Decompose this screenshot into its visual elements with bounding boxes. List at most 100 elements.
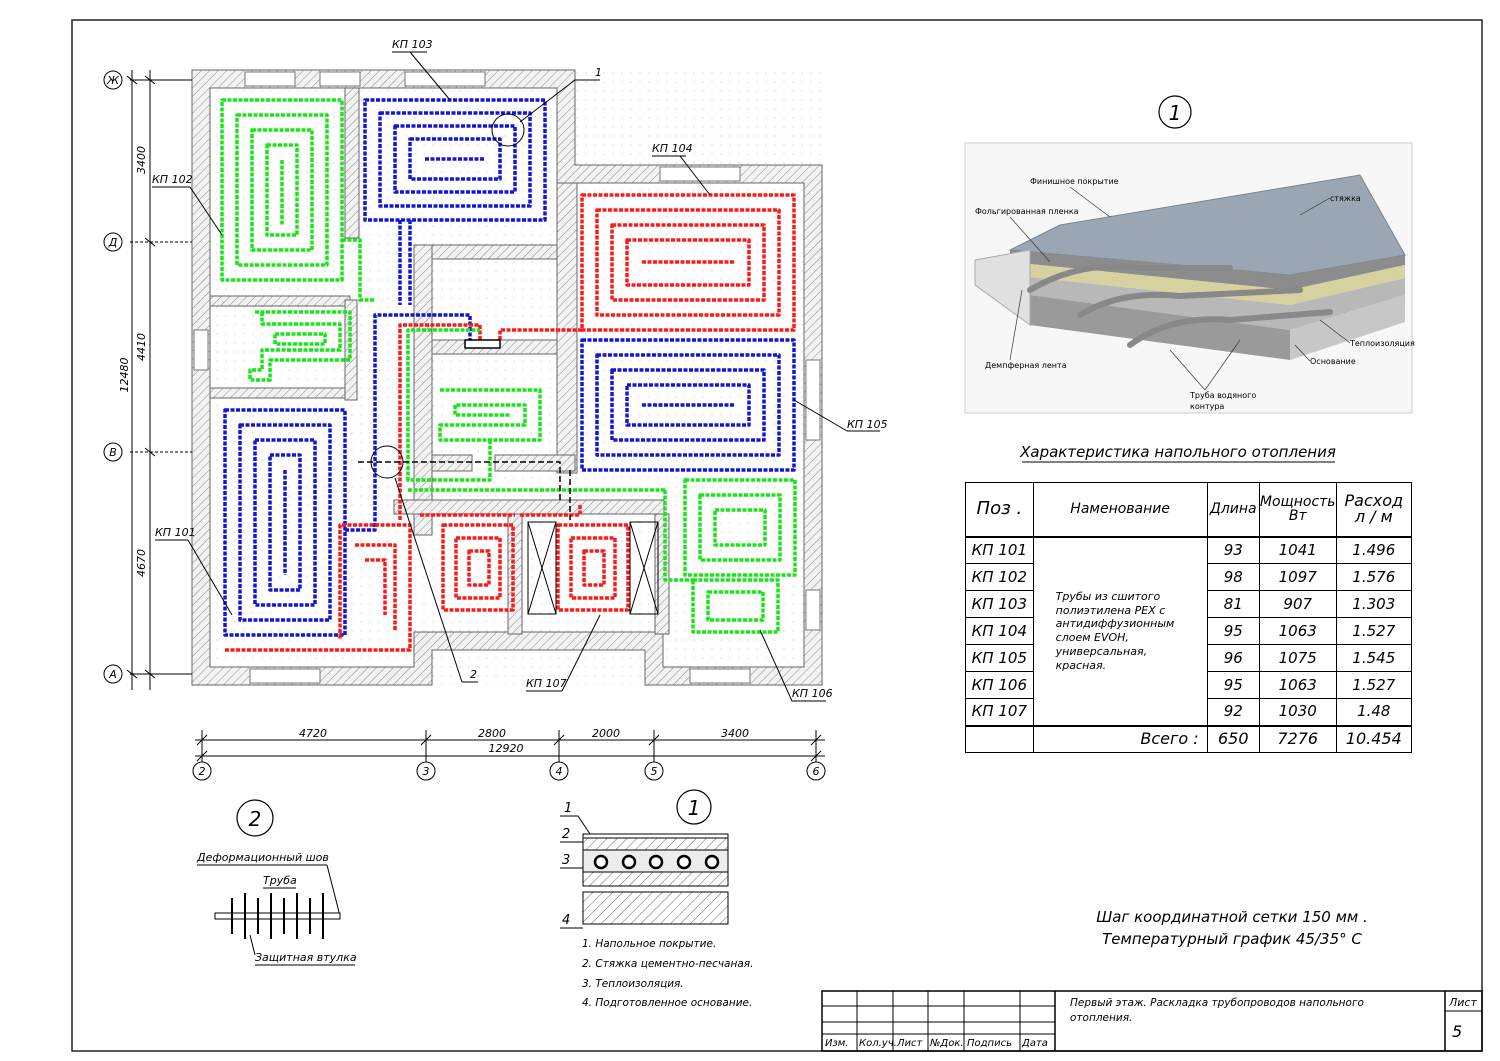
- dim-left-3400: 3400: [135, 146, 148, 174]
- section-legend-2: 2. Стяжка цементно-песчаная.: [582, 958, 753, 970]
- label-kp103: КП 103: [392, 38, 433, 51]
- axis-row-d: Д: [108, 236, 118, 249]
- label-kp104: КП 104: [652, 142, 693, 155]
- row-flow: 1.545: [1335, 644, 1413, 672]
- tb-desc-2: отопления.: [1070, 1012, 1132, 1024]
- tb-col-doc: №Док.: [929, 1038, 964, 1049]
- fig-label-screed: стяжка: [1330, 194, 1361, 203]
- th-pos: Поз .: [965, 482, 1034, 538]
- detail2-sleeve: Защитная втулка: [255, 951, 357, 964]
- total-flow: 10.454: [1335, 724, 1413, 753]
- row-len: 95: [1206, 617, 1260, 645]
- shafts: [527, 521, 659, 615]
- row-pos: КП 105: [965, 644, 1034, 672]
- tb-col-list: Лист: [896, 1038, 924, 1049]
- dim-left-4410: 4410: [135, 333, 148, 361]
- section-num-1: 1: [564, 801, 572, 816]
- windows: [193, 71, 821, 684]
- loop-kp102: [220, 98, 375, 302]
- dim-left-total: 12480: [118, 358, 131, 393]
- total-label: Всего :: [1032, 724, 1208, 753]
- row-len: 92: [1206, 698, 1260, 726]
- row-power: 1030: [1258, 698, 1337, 726]
- loop-kp106: [663, 478, 797, 634]
- row-power: 1041: [1258, 536, 1337, 564]
- section-legend-4: 4. Подготовленное основание.: [582, 997, 752, 1009]
- row-flow: 1.496: [1335, 536, 1413, 564]
- loop-center: [406, 328, 665, 492]
- axis-col-3: 3: [423, 765, 430, 778]
- note-grid: Шаг координатной сетки 150 мм .: [1096, 908, 1368, 926]
- figure-marker: 1: [1169, 101, 1182, 125]
- fig-label-pipe1: Труба водяного: [1189, 391, 1256, 400]
- zone-labels: КП 103 КП 102 КП 104 1 КП 105 КП 101 2 К…: [152, 38, 888, 702]
- outer-walls: [191, 69, 823, 686]
- loop-kp105: [580, 338, 796, 472]
- fig-label-pipe2: контура: [1190, 402, 1224, 411]
- row-len: 95: [1206, 671, 1260, 699]
- label-callout-2: 2: [470, 668, 477, 681]
- row-flow: 1.303: [1335, 590, 1413, 618]
- axis-col-4: 4: [556, 765, 563, 778]
- section-legend-1: 1. Напольное покрытие.: [582, 938, 716, 950]
- loop-kp104: [498, 193, 796, 340]
- row-description: Трубы из сшитого полиэтилена PEX с антид…: [1032, 536, 1208, 726]
- detail-circle: [370, 445, 404, 479]
- manifold: [464, 339, 501, 349]
- row-power: 1063: [1258, 617, 1337, 645]
- section-marker: 1: [688, 796, 701, 820]
- sheet-frame: [71, 19, 1483, 1052]
- section-1: 1 1 2 3 4 1. Напольное покрытие. 2. Стяж…: [560, 789, 753, 1009]
- row-axes: Ж Д В А 3400 4410 4670 12480: [103, 70, 192, 690]
- row-len: 98: [1206, 563, 1260, 591]
- row-pos: КП 106: [965, 671, 1034, 699]
- title-block: Изм. Кол.уч. Лист №Док. Подпись Дата Пер…: [821, 990, 1483, 1052]
- dim-bottom-3400: 3400: [721, 727, 749, 740]
- tb-col-sign: Подпись: [967, 1038, 1012, 1049]
- table-title: Характеристика напольного отопления: [1019, 443, 1336, 461]
- dim-bottom-4720: 4720: [299, 727, 327, 740]
- detail2-joint: Деформационный шов: [196, 851, 329, 864]
- label-kp101: КП 101: [155, 526, 196, 539]
- detail2-marker: 2: [249, 807, 262, 831]
- fig-label-base: Основание: [1310, 357, 1356, 366]
- floor-layers-figure: 1 Финишное покрытие Фольгированная пленк…: [964, 95, 1415, 414]
- row-power: 1063: [1258, 671, 1337, 699]
- row-pos: КП 103: [965, 590, 1034, 618]
- th-len: Длина: [1206, 482, 1260, 538]
- total-power: 7276: [1258, 724, 1337, 753]
- dim-left-4670: 4670: [135, 549, 148, 577]
- loop-kp103: [363, 98, 547, 305]
- axis-row-zh: Ж: [106, 74, 120, 87]
- heating-loops: [220, 98, 797, 652]
- row-flow: 1.48: [1335, 698, 1413, 726]
- fig-label-finish: Финишное покрытие: [1030, 177, 1119, 186]
- tb-sheet-label: Лист: [1448, 996, 1477, 1009]
- axis-col-6: 6: [813, 765, 820, 778]
- axis-col-5: 5: [651, 765, 658, 778]
- row-power: 1097: [1258, 563, 1337, 591]
- fig-label-insulation: Теплоизоляция: [1349, 339, 1415, 348]
- loop-kp102b: [248, 310, 352, 382]
- dim-bottom-2800: 2800: [478, 727, 506, 740]
- dim-bottom-total: 12920: [489, 742, 524, 755]
- tb-col-koluch: Кол.уч.: [859, 1038, 897, 1049]
- fig-label-foil: Фольгированная пленка: [975, 207, 1079, 216]
- loop-kp107: [420, 505, 630, 612]
- label-callout-1: 1: [595, 66, 602, 79]
- section-num-4: 4: [562, 913, 570, 928]
- section-num-3: 3: [562, 853, 570, 868]
- tb-col-izm: Изм.: [825, 1038, 849, 1049]
- row-pos: КП 104: [965, 617, 1034, 645]
- row-len: 93: [1206, 536, 1260, 564]
- floor-plan: [191, 69, 823, 686]
- total-blank: [965, 724, 1034, 753]
- row-pos: КП 102: [965, 563, 1034, 591]
- fig-label-damper: Демпферная лента: [985, 361, 1067, 370]
- th-name: Наменование: [1032, 482, 1208, 538]
- axis-row-v: В: [109, 446, 117, 459]
- label-kp107: КП 107: [526, 677, 567, 690]
